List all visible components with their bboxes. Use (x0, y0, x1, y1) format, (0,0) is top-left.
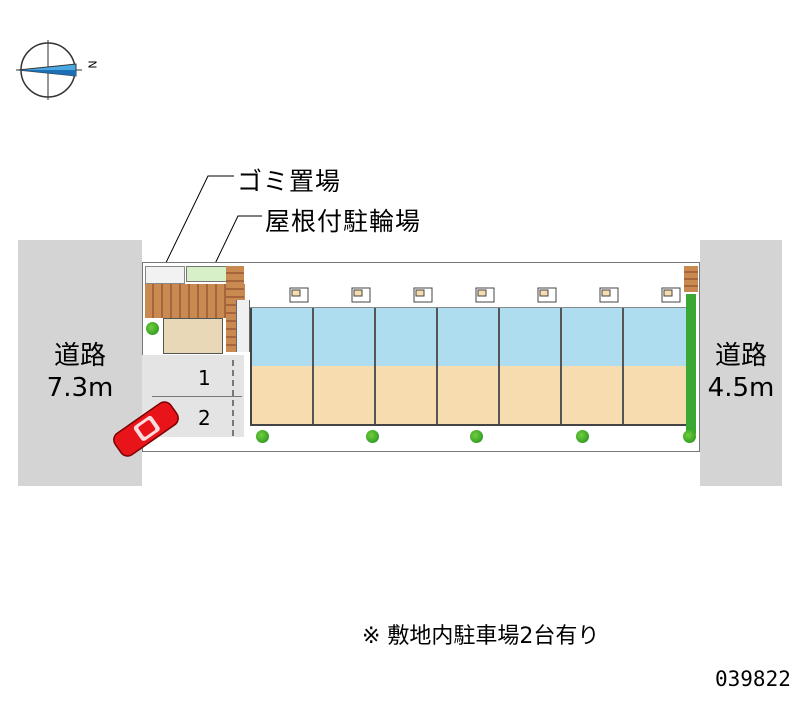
road-right (700, 240, 782, 486)
parking-dash-line (232, 360, 234, 436)
road-right-width: 4.5m (707, 373, 775, 403)
tree-icon (576, 430, 589, 443)
unit-7-upper (624, 308, 686, 366)
unit-2-upper (314, 308, 376, 366)
callout-bicycle-parking: 屋根付駐輪場 (265, 207, 422, 236)
car-icon (106, 398, 186, 460)
unit-4-lower (438, 366, 500, 424)
hedge-strip (686, 294, 696, 434)
callout-garbage: ゴミ置場 (237, 167, 342, 196)
unit-5-upper (500, 308, 562, 366)
unit-1-lower (252, 366, 314, 424)
bicycle-parking-area (186, 266, 228, 282)
unit-7-lower (624, 366, 686, 424)
tree-icon (256, 430, 269, 443)
road-left-name: 道路 (53, 341, 106, 371)
tree-icon (470, 430, 483, 443)
walkway (236, 300, 250, 352)
compass: N (10, 38, 100, 108)
unit-6-lower (562, 366, 624, 424)
road-right-name: 道路 (714, 341, 767, 371)
unit-entrances (289, 287, 681, 303)
unit-2-lower (314, 366, 376, 424)
tree-icon (146, 322, 159, 335)
parking-note: ※ 敷地内駐車場2台有り (362, 624, 600, 649)
road-left-label: 道路 7.3m (20, 340, 140, 404)
road-right-label: 道路 4.5m (698, 340, 784, 404)
unit-5-lower (500, 366, 562, 424)
unit-3-upper (376, 308, 438, 366)
unit-6-upper (562, 308, 624, 366)
unit-4-upper (438, 308, 500, 366)
corner-planter (684, 266, 698, 292)
property-code: 039822 (715, 667, 791, 691)
tree-icon (683, 430, 696, 443)
parking-slot-1-label: 1 (198, 366, 211, 390)
compass-rose-icon (16, 40, 82, 100)
parking-divider (152, 396, 242, 397)
garbage-area (145, 266, 185, 284)
building-corridor (250, 280, 688, 308)
road-left-width: 7.3m (46, 373, 114, 403)
unit-3-lower (376, 366, 438, 424)
garden-plot (163, 318, 223, 354)
unit-1-upper (252, 308, 314, 366)
parking-slot-2-label: 2 (198, 406, 211, 430)
tree-icon (366, 430, 379, 443)
